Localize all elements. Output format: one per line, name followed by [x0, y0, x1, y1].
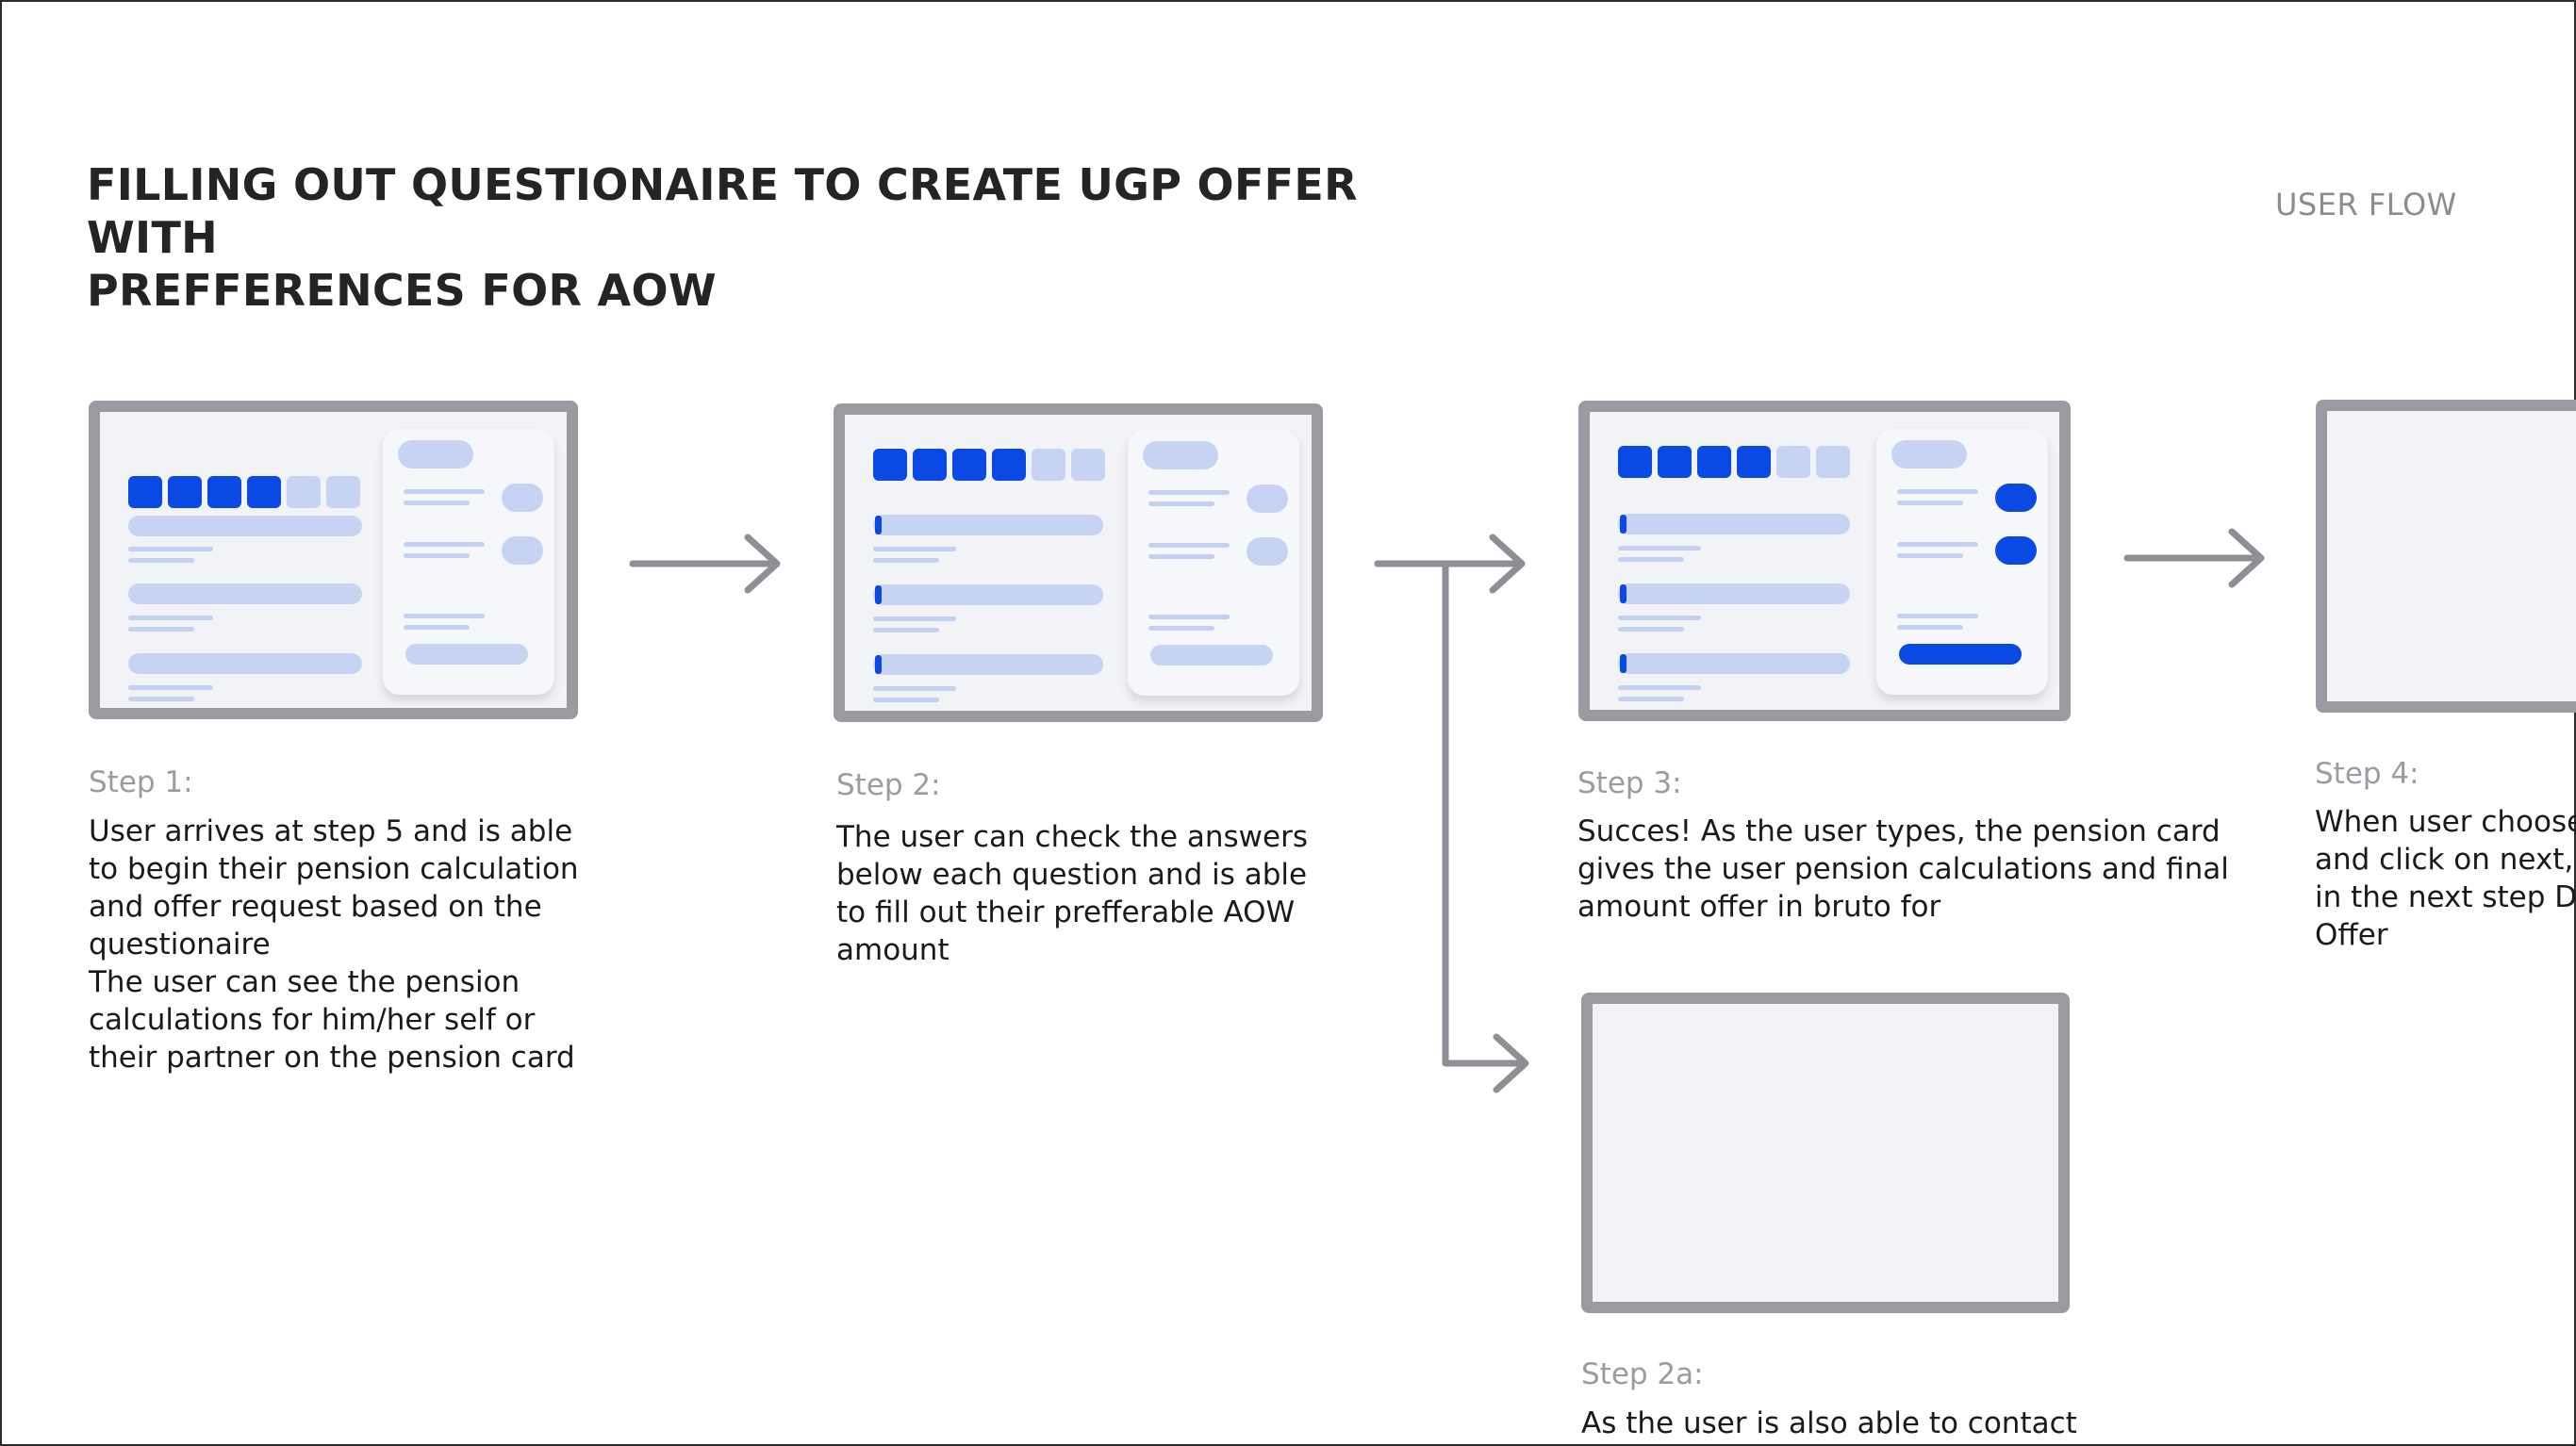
progress-step — [247, 476, 281, 508]
arrow-step3-to-step4 — [2123, 528, 2265, 588]
progress-step — [992, 449, 1026, 481]
question-field — [873, 584, 1103, 605]
progress-step — [1776, 446, 1810, 478]
progress-step — [1697, 446, 1731, 478]
question-field — [128, 583, 362, 604]
pension-card — [383, 429, 554, 695]
progress-step — [326, 476, 360, 508]
progress-step — [913, 449, 947, 481]
progress-step — [207, 476, 241, 508]
question-field — [128, 516, 362, 536]
step3-screen — [1578, 401, 2071, 721]
step2a-description: As the user is also able to contact — [1581, 1406, 2077, 1440]
step1-screen — [89, 401, 578, 719]
arrow-branch-to-step2a — [1442, 560, 1529, 1093]
title-line-2: PREFFERENCES FOR AOW — [87, 265, 717, 316]
step4-label: Step 4: — [2315, 757, 2419, 791]
title-line-1: FILLING OUT QUESTIONAIRE TO CREATE UGP O… — [87, 159, 1358, 263]
progress-step — [1737, 446, 1771, 478]
step3-description: Succes! As the user types, the pension c… — [1577, 814, 2229, 924]
progress-step — [168, 476, 202, 508]
arrow-step1-to-step2 — [629, 534, 781, 594]
question-field — [873, 515, 1103, 535]
page-title: FILLING OUT QUESTIONAIRE TO CREATE UGP O… — [87, 158, 1501, 317]
section-label: USER FLOW — [2275, 187, 2457, 222]
step2a-screen — [1581, 993, 2070, 1313]
question-field — [1618, 653, 1850, 674]
progress-step — [128, 476, 162, 508]
question-field — [1618, 583, 1850, 604]
step2-description: The user can check the answers below eac… — [836, 820, 1308, 967]
step3-label: Step 3: — [1577, 766, 1682, 800]
progress-step — [873, 449, 907, 481]
step2a-label: Step 2a: — [1581, 1357, 1704, 1391]
question-field — [873, 654, 1103, 675]
step1-label: Step 1: — [89, 765, 193, 799]
question-field — [1618, 514, 1850, 534]
pension-card — [1128, 430, 1299, 696]
progress-step — [1618, 446, 1652, 478]
step4-screen — [2316, 400, 2576, 713]
progress-step — [1658, 446, 1692, 478]
step2-screen — [834, 403, 1323, 722]
progress-step — [952, 449, 986, 481]
pension-card — [1876, 429, 2048, 695]
progress-step — [287, 476, 321, 508]
step1-description: User arrives at step 5 and is able to be… — [89, 814, 579, 1075]
progress-step — [1816, 446, 1850, 478]
step2-label: Step 2: — [836, 768, 941, 802]
progress-step — [1071, 449, 1105, 481]
step4-description: When user chooses and click on next, s i… — [2315, 805, 2576, 952]
progress-step — [1032, 449, 1065, 481]
arrow-step2-to-step3 — [1374, 534, 1526, 594]
question-field — [128, 653, 362, 674]
